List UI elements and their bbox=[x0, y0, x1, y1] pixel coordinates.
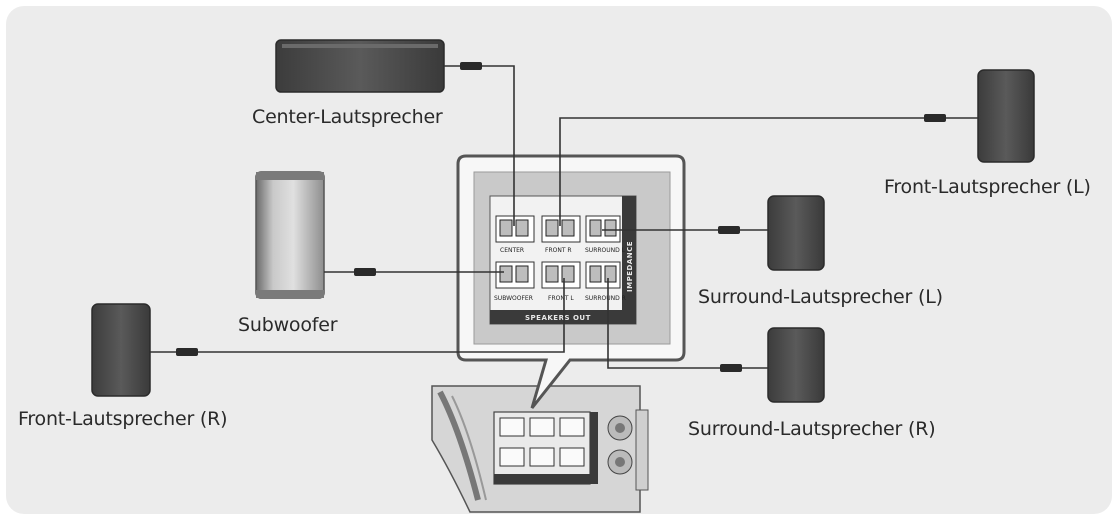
front-right-wire bbox=[150, 278, 565, 353]
terminal-front-r-label: FRONT R bbox=[545, 247, 572, 254]
wire-connectors bbox=[176, 62, 946, 372]
speakers-out-label: SPEAKERS OUT bbox=[525, 314, 591, 322]
receiver-rear-panel bbox=[431, 385, 649, 513]
front-left-wire bbox=[559, 117, 978, 226]
front-left-speaker-label: Front-Lautsprecher (L) bbox=[884, 176, 1091, 198]
subwoofer-speaker bbox=[255, 171, 325, 299]
surround-right-speaker bbox=[767, 327, 825, 403]
terminal-front-l-label: FRONT L bbox=[548, 295, 574, 302]
terminal-subwoofer-label: SUBWOOFER bbox=[494, 295, 533, 302]
impedance-label: IMPEDANCE bbox=[626, 241, 634, 292]
terminal-surround-r-label: SURROUND R bbox=[585, 295, 626, 302]
surround-right-wire bbox=[607, 278, 768, 369]
terminal-center-label: CENTER bbox=[500, 247, 524, 254]
surround-left-speaker bbox=[767, 195, 825, 271]
front-right-speaker bbox=[91, 303, 151, 397]
terminal-zoom-callout: SPEAKERS OUT IMPEDANCE CENTER FRONT R SU… bbox=[456, 154, 686, 409]
center-speaker bbox=[275, 39, 445, 93]
subwoofer-label: Subwoofer bbox=[238, 314, 338, 336]
front-right-speaker-label: Front-Lautsprecher (R) bbox=[18, 408, 228, 430]
surround-left-speaker-label: Surround-Lautsprecher (L) bbox=[698, 286, 943, 308]
speaker-wires bbox=[150, 65, 978, 369]
surround-right-speaker-label: Surround-Lautsprecher (R) bbox=[688, 418, 936, 440]
terminal-surround-l-label: SURROUND L bbox=[585, 247, 626, 254]
center-speaker-label: Center-Lautsprecher bbox=[252, 106, 443, 128]
front-left-speaker bbox=[977, 69, 1035, 163]
